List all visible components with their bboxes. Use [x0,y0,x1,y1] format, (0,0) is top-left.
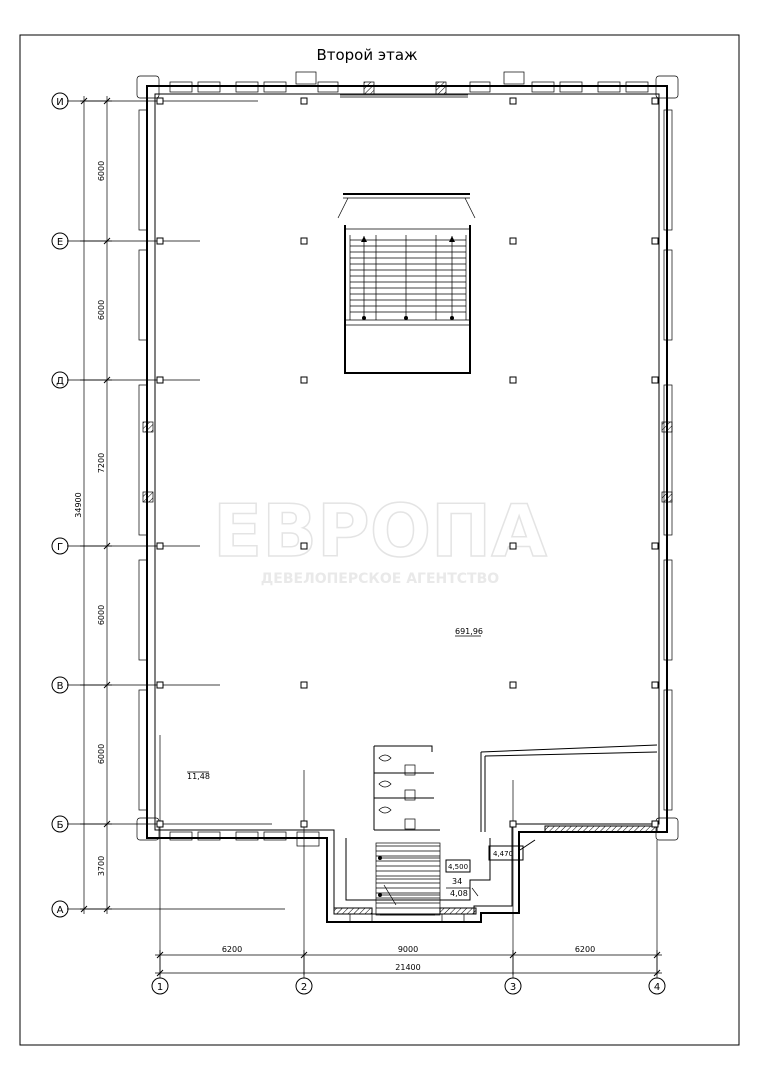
watermark-sub: ДЕВЕЛОПЕРСКОЕ АГЕНТСТВО [261,571,499,587]
drawing-line [80,905,88,913]
area-small-label: 11,48 [187,772,210,781]
axis-row-label: Г [57,542,63,553]
level-mark: 34 [452,877,462,886]
drawing-line [80,97,88,105]
wc-block [373,745,440,831]
axis-col-label: 3 [510,982,516,993]
sheet-frame [19,34,740,1046]
area-main-label: 691,96 [455,627,483,636]
dim-segment: 3700 [97,856,106,876]
axis-col-label: 4 [654,982,660,993]
building-walls [136,71,679,923]
dim-segment: 6000 [97,605,106,625]
area-labels: 691,96 11,48 [187,627,483,781]
level-mark: 4,470 [493,850,513,858]
watermark-main: ЕВРОПА [213,489,547,573]
level-marks: 4,500 4,470 34 4,08 [448,850,513,898]
level-mark: 4,08 [450,889,468,898]
dim-segment: 6000 [97,161,106,181]
dim-segment: 6200 [575,945,595,954]
axis-row-label: Б [57,820,64,831]
dim-segment: 6000 [97,744,106,764]
dim-segment: 9000 [398,945,418,954]
axis-row-label: Д [56,376,64,387]
axis-col-label: 1 [157,982,163,993]
corridor-east [480,744,658,851]
grid-axes: И Е Д Г В Б А 1 2 3 4 [51,92,666,995]
axis-row-label: Е [57,237,63,248]
dim-overall-vertical: 34900 [74,492,83,517]
structural-columns [156,97,659,828]
drawing-line [156,969,164,977]
axis-row-label: А [57,905,64,916]
dim-segment: 6000 [97,300,106,320]
column-axis-bubbles: 1 2 3 4 [151,977,666,995]
drawing-title: Второй этаж [316,46,417,64]
dim-segment: 7200 [97,453,106,473]
stairwell-south [345,838,524,916]
dim-overall-horizontal: 21400 [395,963,420,972]
drawing-line [653,969,661,977]
axis-row-label: В [57,681,64,692]
row-axis-bubbles: И Е Д Г В Б А [51,92,69,918]
dim-segment: 6200 [222,945,242,954]
horizontal-dimensions: 6200 9000 6200 21400 [155,945,662,978]
axis-col-label: 2 [301,982,307,993]
axis-row-label: И [56,97,63,108]
central-stair-opening [337,193,476,374]
vertical-dimensions: 34900 6000 6000 7200 6000 6000 3700 [74,96,112,914]
level-mark: 4,500 [448,863,468,871]
watermark: ЕВРОПА ДЕВЕЛОПЕРСКОЕ АГЕНТСТВО [212,488,548,587]
